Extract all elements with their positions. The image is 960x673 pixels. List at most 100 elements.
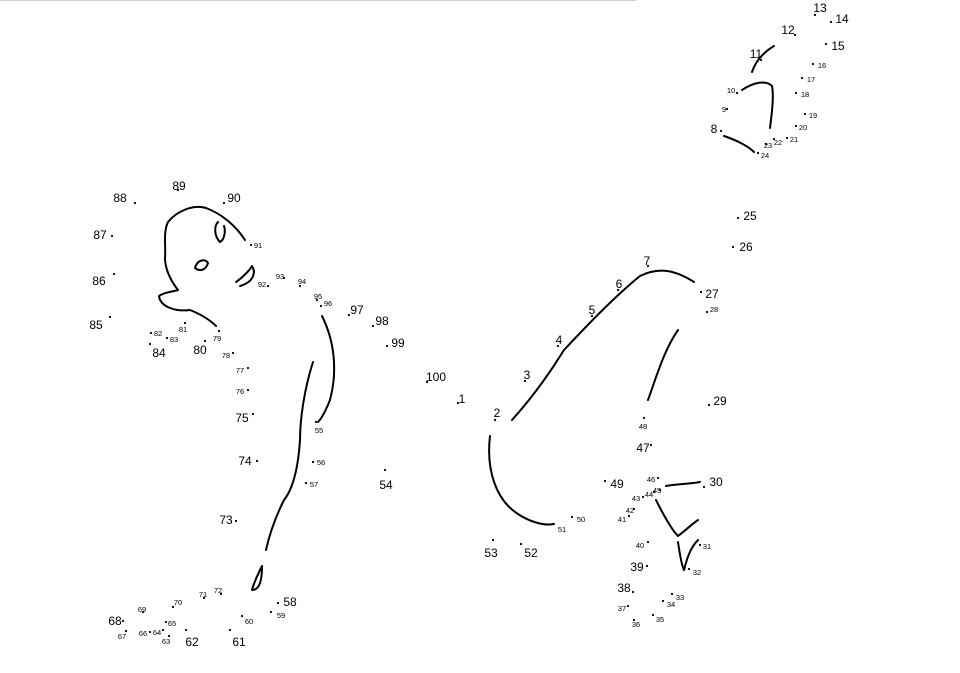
dot-label-7: 7 [644,254,651,268]
dot-label-79: 79 [213,334,221,343]
dot-label-34: 34 [667,600,675,609]
dot-label-24: 24 [761,151,769,160]
dot-label-25: 25 [743,209,757,223]
dot-72 [219,592,223,596]
dot-65 [164,620,168,624]
dot-label-86: 86 [92,274,106,288]
dot-19 [803,112,807,116]
dot-46 [656,476,660,480]
dot-label-13: 13 [813,1,827,15]
dot-label-42: 42 [626,506,634,515]
dot-label-82: 82 [154,329,162,338]
dot-5 [590,314,594,318]
dot-88 [133,201,137,205]
dot-2 [493,418,497,422]
dot-95 [315,298,319,302]
dot-47 [649,443,653,447]
dot-label-91: 91 [254,241,262,250]
dot-label-89: 89 [172,179,186,193]
dot-38 [631,590,635,594]
dot-label-6: 6 [616,277,623,291]
dot-91 [249,243,253,247]
dot-85 [108,315,112,319]
dot-label-56: 56 [317,458,325,467]
dot-83 [165,336,169,340]
dot-label-21: 21 [790,135,798,144]
dot-55 [314,420,318,424]
dot-label-74: 74 [238,454,252,468]
dot-label-38: 38 [617,581,631,595]
dot-label-93: 93 [276,272,284,281]
dot-label-80: 80 [193,343,207,357]
dot-label-11: 11 [750,47,763,61]
dot-63 [167,634,171,638]
dot-78 [231,351,235,355]
dot-3 [523,379,527,383]
dot-16 [811,62,815,66]
numbered-dots: 1234567891011121314151617181920212223242… [89,1,849,649]
dot-label-78: 78 [222,351,230,360]
dot-label-98: 98 [375,314,389,328]
dot-45 [658,488,662,492]
dot-label-20: 20 [799,123,807,132]
dot-31 [698,543,702,547]
dot-label-32: 32 [693,568,701,577]
dot-label-94: 94 [298,277,306,286]
dot-36 [632,618,636,622]
dot-50 [570,515,574,519]
dot-label-33: 33 [676,593,684,602]
dot-label-60: 60 [245,617,253,626]
dot-13 [813,13,817,17]
dot-label-66: 66 [139,629,147,638]
dot-4 [556,344,560,348]
dot-7 [646,264,650,268]
dot-label-35: 35 [656,615,664,624]
dot-48 [642,416,646,420]
dot-93 [282,276,286,280]
dot-30 [702,485,706,489]
dot-10 [735,91,739,95]
dot-label-96: 96 [324,299,332,308]
dot-label-26: 26 [739,240,753,254]
dot-76 [246,388,250,392]
dot-21 [785,136,789,140]
dot-77 [246,366,250,370]
dot-label-69: 69 [138,605,146,614]
dot-94 [298,284,302,288]
dot-99 [385,344,389,348]
dot-87 [110,234,114,238]
dot-label-5: 5 [589,303,596,317]
dot-label-58: 58 [283,595,297,609]
dot-label-55: 55 [315,426,323,435]
dot-24 [756,151,760,155]
dot-label-53: 53 [484,546,498,560]
dot-label-37: 37 [618,604,626,613]
dot-label-43: 43 [632,494,640,503]
dot-label-22: 22 [774,138,782,147]
dot-label-19: 19 [809,111,817,120]
dot-label-41: 41 [618,515,626,524]
dot-label-40: 40 [636,541,644,550]
dot-6 [616,288,620,292]
dot-label-81: 81 [179,325,187,334]
dot-label-48: 48 [639,422,647,431]
dot-label-67: 67 [118,632,126,641]
dot-label-64: 64 [153,628,161,637]
dot-label-51: 51 [558,525,566,534]
dot-label-39: 39 [630,560,644,574]
dot-label-36: 36 [632,620,640,629]
dot-86 [112,272,116,276]
dot-label-57: 57 [310,480,318,489]
dot-label-47: 47 [636,441,650,455]
dot-71 [202,596,206,600]
dot-label-46: 46 [647,475,655,484]
dot-67 [124,629,128,633]
dot-96 [319,304,323,308]
dot-label-70: 70 [174,598,182,607]
dot-label-44: 44 [645,490,653,499]
dot-label-73: 73 [219,513,233,527]
dot-92 [266,284,270,288]
dot-42 [632,507,636,511]
dot-62 [184,628,188,632]
dot-66 [148,630,152,634]
